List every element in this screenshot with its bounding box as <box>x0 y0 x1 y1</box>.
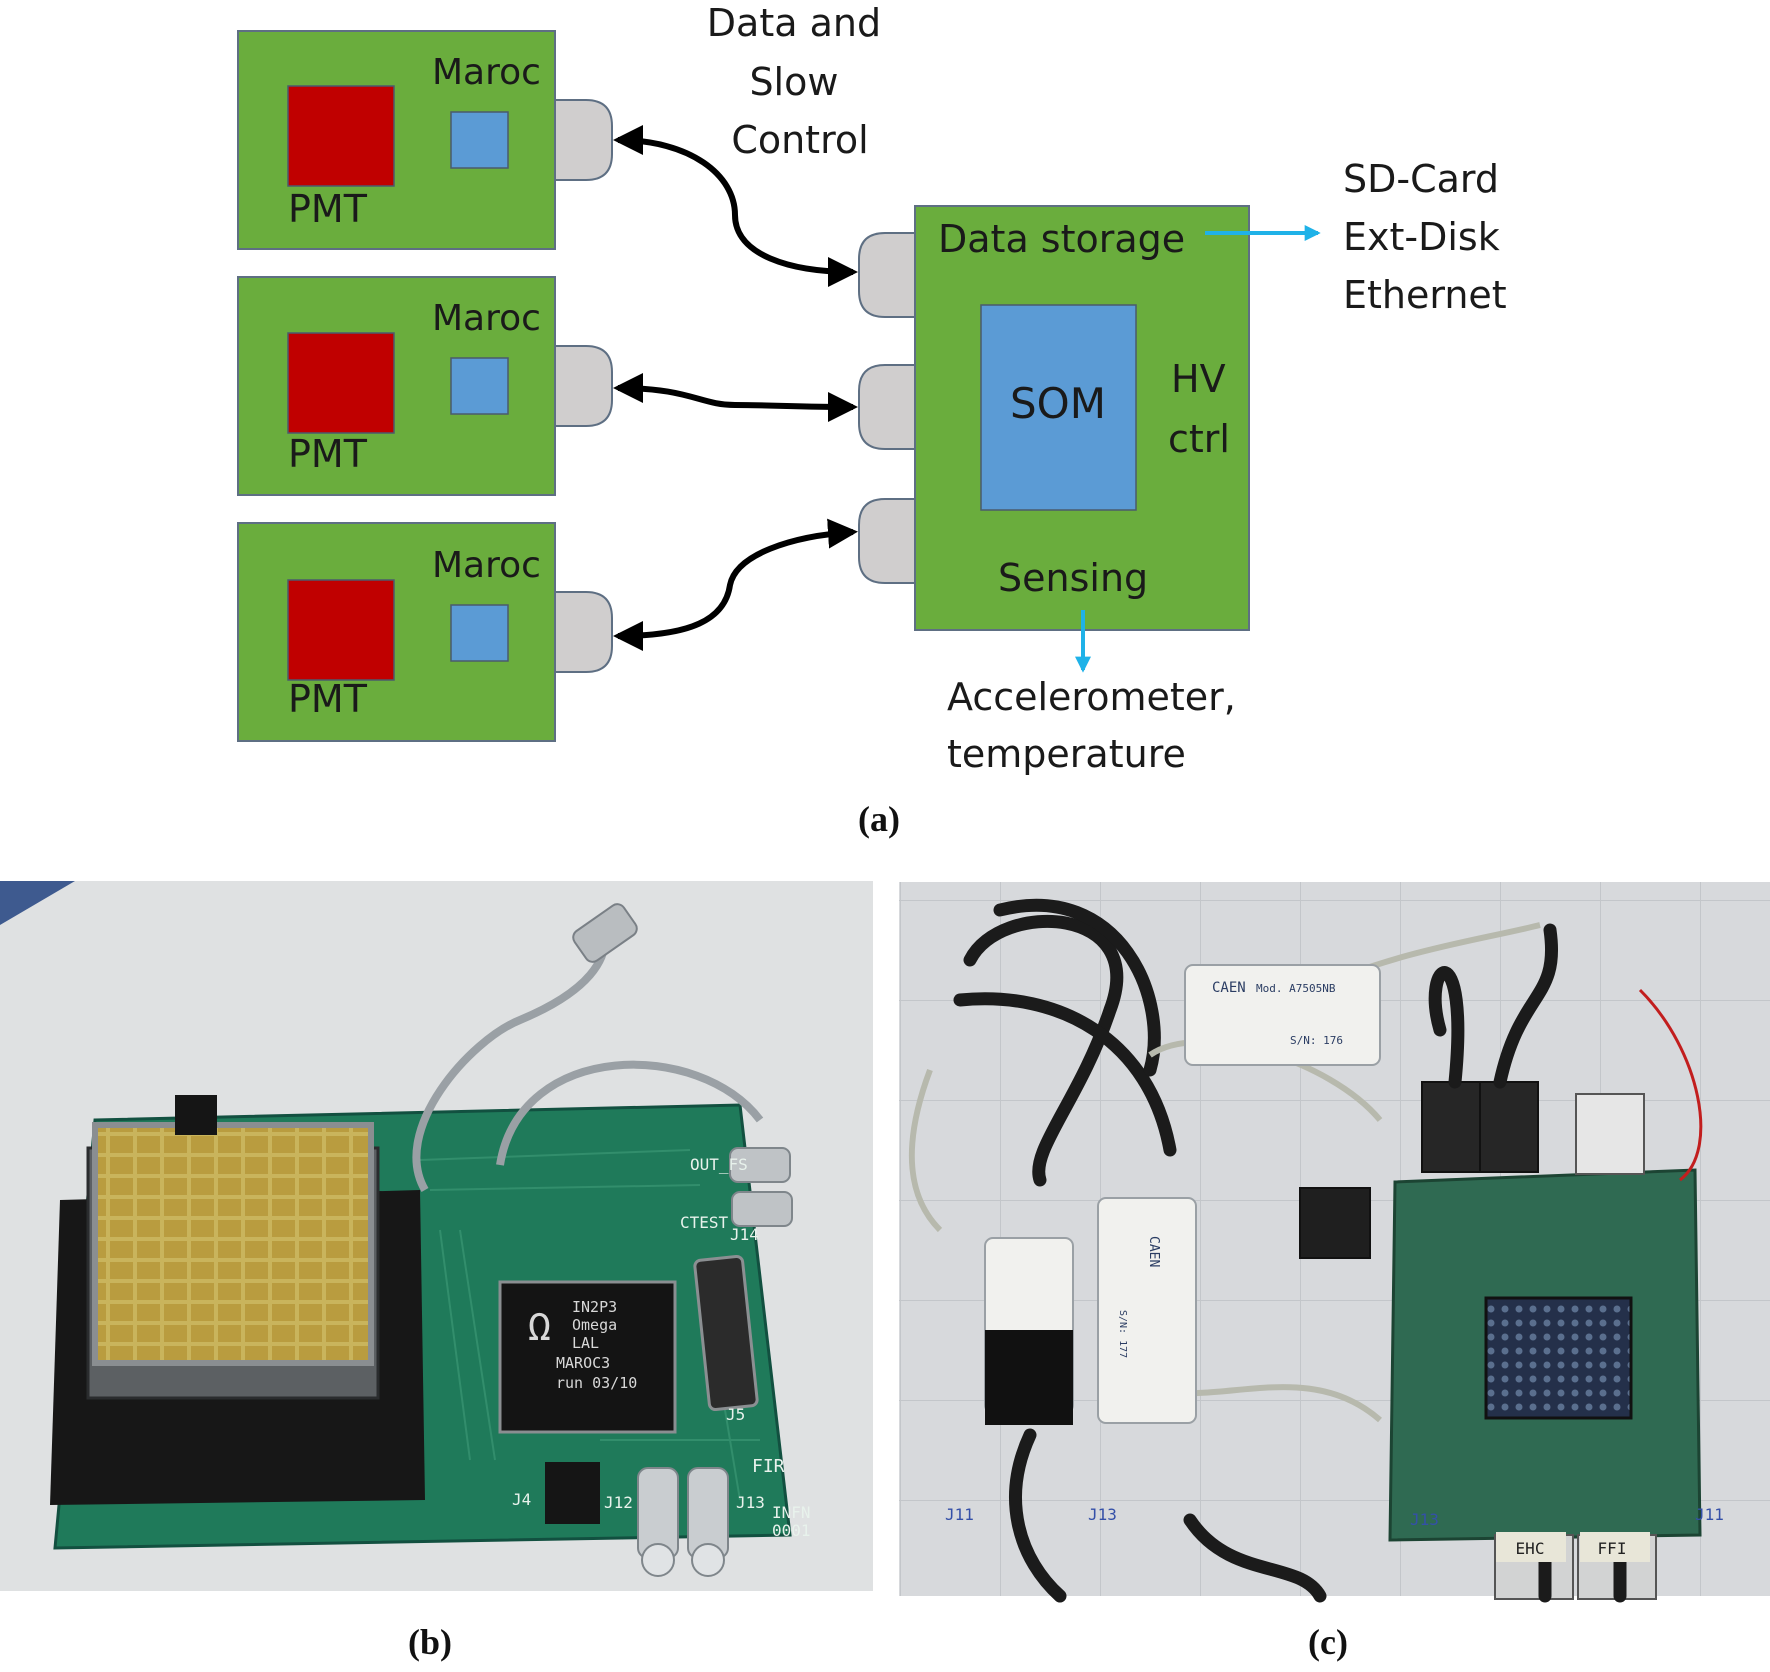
silk-j13: J13 <box>736 1493 765 1512</box>
storage-output-extdisk: Ext-Disk <box>1343 215 1500 259</box>
maroc-2-label: Maroc <box>432 298 541 339</box>
silk-j14: J14 <box>730 1225 759 1244</box>
photo-b-table-corner <box>0 881 75 925</box>
silk-fir: FIR <box>752 1456 785 1477</box>
silk-serial: 0001 <box>772 1521 811 1540</box>
som-label: SOM <box>1010 379 1106 428</box>
link-label: Data and Slow Control <box>707 1 893 162</box>
caen-right-brand: CAEN <box>1146 1236 1161 1267</box>
pmt-3-label: PMT <box>288 677 368 721</box>
pmt-3 <box>287 579 395 681</box>
panel-label-b: (b) <box>408 1622 452 1662</box>
maroc-chip-3 <box>450 604 509 662</box>
fe-board-3: PMT Maroc <box>237 522 613 742</box>
fe-board-1: PMT Maroc <box>237 30 613 250</box>
caen-module-right: CAEN S/N: 177 <box>1097 1197 1197 1424</box>
storage-output-ethernet: Ethernet <box>1343 273 1507 317</box>
panel-label-a: (a) <box>858 799 900 839</box>
panel-label-c: (c) <box>1308 1622 1348 1662</box>
sensing-label: Sensing <box>998 556 1148 600</box>
chip-line-5: run 03/10 <box>556 1374 637 1392</box>
maroc3-chip <box>498 1280 677 1434</box>
som-heatsink <box>1484 1296 1633 1420</box>
pmt-window <box>92 1122 374 1366</box>
tape-label-right <box>1580 1532 1650 1562</box>
maroc-chip-2 <box>450 357 509 415</box>
link-label-line-1: Data and <box>707 1 881 45</box>
pmt-2 <box>287 332 395 434</box>
photo-frontend-board: Ω IN2P3 Omega LAL MAROC3 run 03/10 OUT_F… <box>0 881 873 1591</box>
hv-ctrl-line-2: ctrl <box>1168 417 1230 461</box>
silk-j12: J12 <box>604 1493 633 1512</box>
sensing-output-temperature: temperature <box>947 732 1186 776</box>
tape-ffi: FFI <box>1598 1539 1627 1558</box>
caen-top-brand: CAEN <box>1212 980 1246 996</box>
storage-outputs: SD-Card Ext-Disk Ethernet <box>1343 157 1512 317</box>
main-board: Data storage SOM HV ctrl Sensing <box>858 205 1250 631</box>
photo-enclosure: CAEN Mod. A7505NB S/N: 176 CAEN S/N: 177… <box>899 882 1770 1603</box>
pmt-1-label: PMT <box>288 187 368 231</box>
maroc-chip-1 <box>450 111 509 169</box>
side-connector <box>175 1095 217 1135</box>
maroc-1-label: Maroc <box>432 52 541 93</box>
silk-j5: J5 <box>726 1405 745 1424</box>
block-diagram: PMT Maroc PMT Maroc PMT Maroc Data and S <box>237 1 1512 776</box>
link-arrow-3 <box>613 518 858 651</box>
som-module <box>980 304 1137 511</box>
ribbon-connector <box>693 1254 759 1412</box>
link-label-line-3: Control <box>731 118 868 162</box>
bnc-plug <box>572 903 638 963</box>
pmt-1 <box>287 85 395 187</box>
data-storage-label: Data storage <box>938 217 1185 261</box>
chip-line-4: MAROC3 <box>556 1354 610 1372</box>
main-connector-2 <box>858 364 916 450</box>
fe-connector-2 <box>554 345 613 427</box>
silkscreen-labels: OUT_FS CTEST J14 J5 J4 J12 J13 FIR INFN … <box>512 1155 811 1540</box>
coax-loop <box>496 1060 764 1166</box>
caen-top-serial: S/N: 176 <box>1290 1034 1343 1047</box>
silk-infn: INFN <box>772 1503 811 1522</box>
silk-j4: J4 <box>512 1490 531 1509</box>
main-connector-1 <box>858 232 916 318</box>
hv-ctrl-label: HV ctrl <box>1168 357 1238 461</box>
sensing-outputs: Accelerometer, temperature <box>947 675 1248 776</box>
caen-right-serial: S/N: 177 <box>1117 1310 1128 1358</box>
marker-j11-right: J11 <box>1695 1505 1724 1524</box>
fe-connector-1 <box>554 99 613 181</box>
tape-ehc: EHC <box>1516 1539 1545 1558</box>
marker-j13-right: J13 <box>1410 1510 1439 1529</box>
marker-j13-left: J13 <box>1088 1505 1117 1524</box>
bnc-connectors <box>637 1147 793 1577</box>
sensing-output-accelerometer: Accelerometer, <box>947 675 1236 719</box>
fe-connector-3 <box>554 591 613 673</box>
red-wire <box>1638 988 1703 1182</box>
chip-line-1: IN2P3 <box>572 1298 617 1316</box>
chip-marking: IN2P3 Omega LAL MAROC3 run 03/10 <box>556 1298 637 1392</box>
link-arrow-1 <box>613 125 858 287</box>
hv-ctrl-line-1: HV <box>1171 357 1226 401</box>
marker-labels: J11 J13 J13 J11 <box>945 1505 1724 1529</box>
black-cables <box>953 898 1627 1603</box>
caen-top-model: Mod. A7505NB <box>1256 982 1336 995</box>
maroc-3-label: Maroc <box>432 545 541 586</box>
link-label-line-2: Slow <box>749 60 838 104</box>
marker-j11-left: J11 <box>945 1505 974 1524</box>
pmt-2-label: PMT <box>288 432 368 476</box>
silk-out-fs: OUT_FS <box>690 1155 748 1174</box>
fe-board-2: PMT Maroc <box>237 276 613 496</box>
link-arrow-2 <box>613 373 858 422</box>
chip-line-2: Omega <box>572 1316 617 1334</box>
caen-module-top: CAEN Mod. A7505NB S/N: 176 <box>1184 964 1381 1066</box>
tape-label-left <box>1496 1532 1566 1562</box>
main-connector-3 <box>858 498 916 584</box>
storage-output-sdcard: SD-Card <box>1343 157 1499 201</box>
chip-line-3: LAL <box>572 1334 599 1352</box>
silk-ctest: CTEST <box>680 1213 729 1232</box>
caen-module-left <box>984 1237 1074 1425</box>
chip-omega-symbol: Ω <box>528 1305 551 1349</box>
header-j12 <box>545 1462 600 1524</box>
